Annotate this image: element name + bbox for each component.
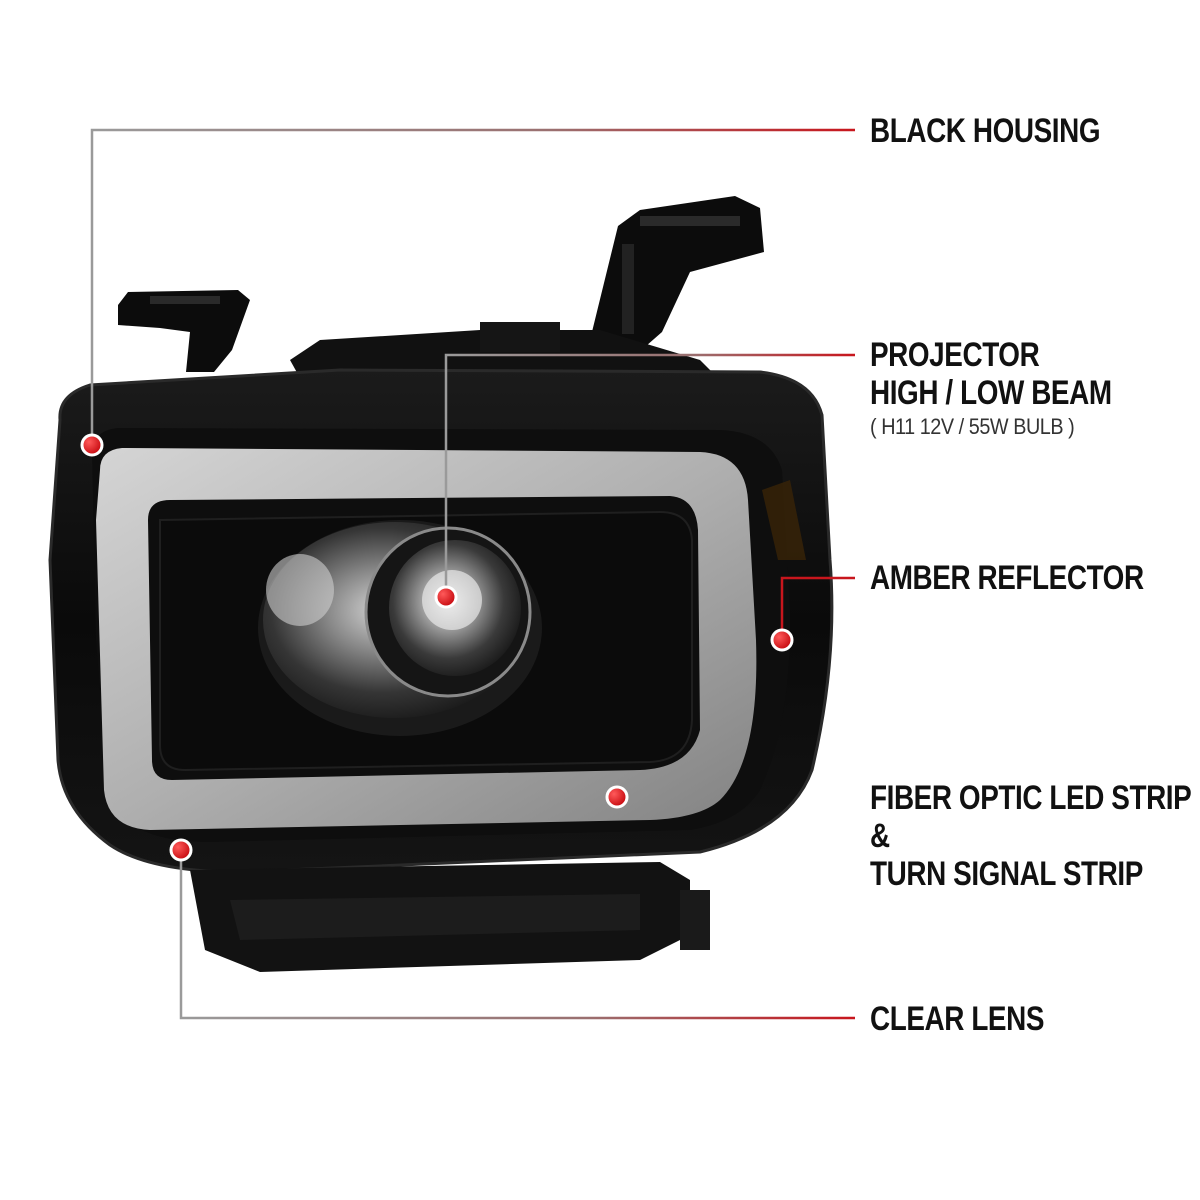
- leader-lines: [90, 128, 855, 1020]
- black-housing-title: BLACK HOUSING: [870, 112, 1101, 150]
- amber-reflector-title: AMBER REFLECTOR: [870, 559, 1144, 597]
- projector-bulb-spec: ( H11 12V / 55W BULB ): [870, 414, 1075, 439]
- fiber-optic-title: FIBER OPTIC LED STRIP: [870, 779, 1192, 817]
- label-amber-reflector: AMBER REFLECTOR: [870, 561, 1200, 595]
- marker-black-housing: [80, 433, 104, 457]
- label-black-housing: BLACK HOUSING: [870, 114, 1151, 148]
- leader-projector: [444, 353, 855, 597]
- lower-housing: [190, 862, 710, 972]
- label-clear-lens: CLEAR LENS: [870, 1002, 1082, 1036]
- projector-title: PROJECTOR: [870, 336, 1040, 374]
- marker-fiber-optic: [605, 785, 629, 809]
- label-projector: PROJECTOR HIGH / LOW BEAM ( H11 12V / 55…: [870, 338, 1165, 438]
- leader-clear-lens: [179, 850, 855, 1020]
- turn-signal-title: TURN SIGNAL STRIP: [870, 855, 1143, 893]
- leader-amber-reflector: [780, 576, 855, 640]
- label-fiber-optic: FIBER OPTIC LED STRIP & TURN SIGNAL STRI…: [870, 781, 1200, 891]
- right-mounting-bracket: [590, 196, 764, 362]
- left-mounting-bracket: [118, 290, 250, 372]
- leader-black-housing: [90, 128, 855, 445]
- marker-clear-lens: [169, 838, 193, 862]
- projector-lens: [258, 520, 542, 736]
- amber-reflector-area: [762, 480, 806, 560]
- fiber-optic-ampersand: &: [870, 817, 890, 855]
- marker-amber-reflector: [770, 628, 794, 652]
- marker-projector: [434, 585, 458, 609]
- fiber-optic-led-strip: [96, 448, 757, 830]
- projector-beam: HIGH / LOW BEAM: [870, 374, 1112, 412]
- clear-lens-title: CLEAR LENS: [870, 1000, 1045, 1038]
- callout-markers: [80, 433, 794, 862]
